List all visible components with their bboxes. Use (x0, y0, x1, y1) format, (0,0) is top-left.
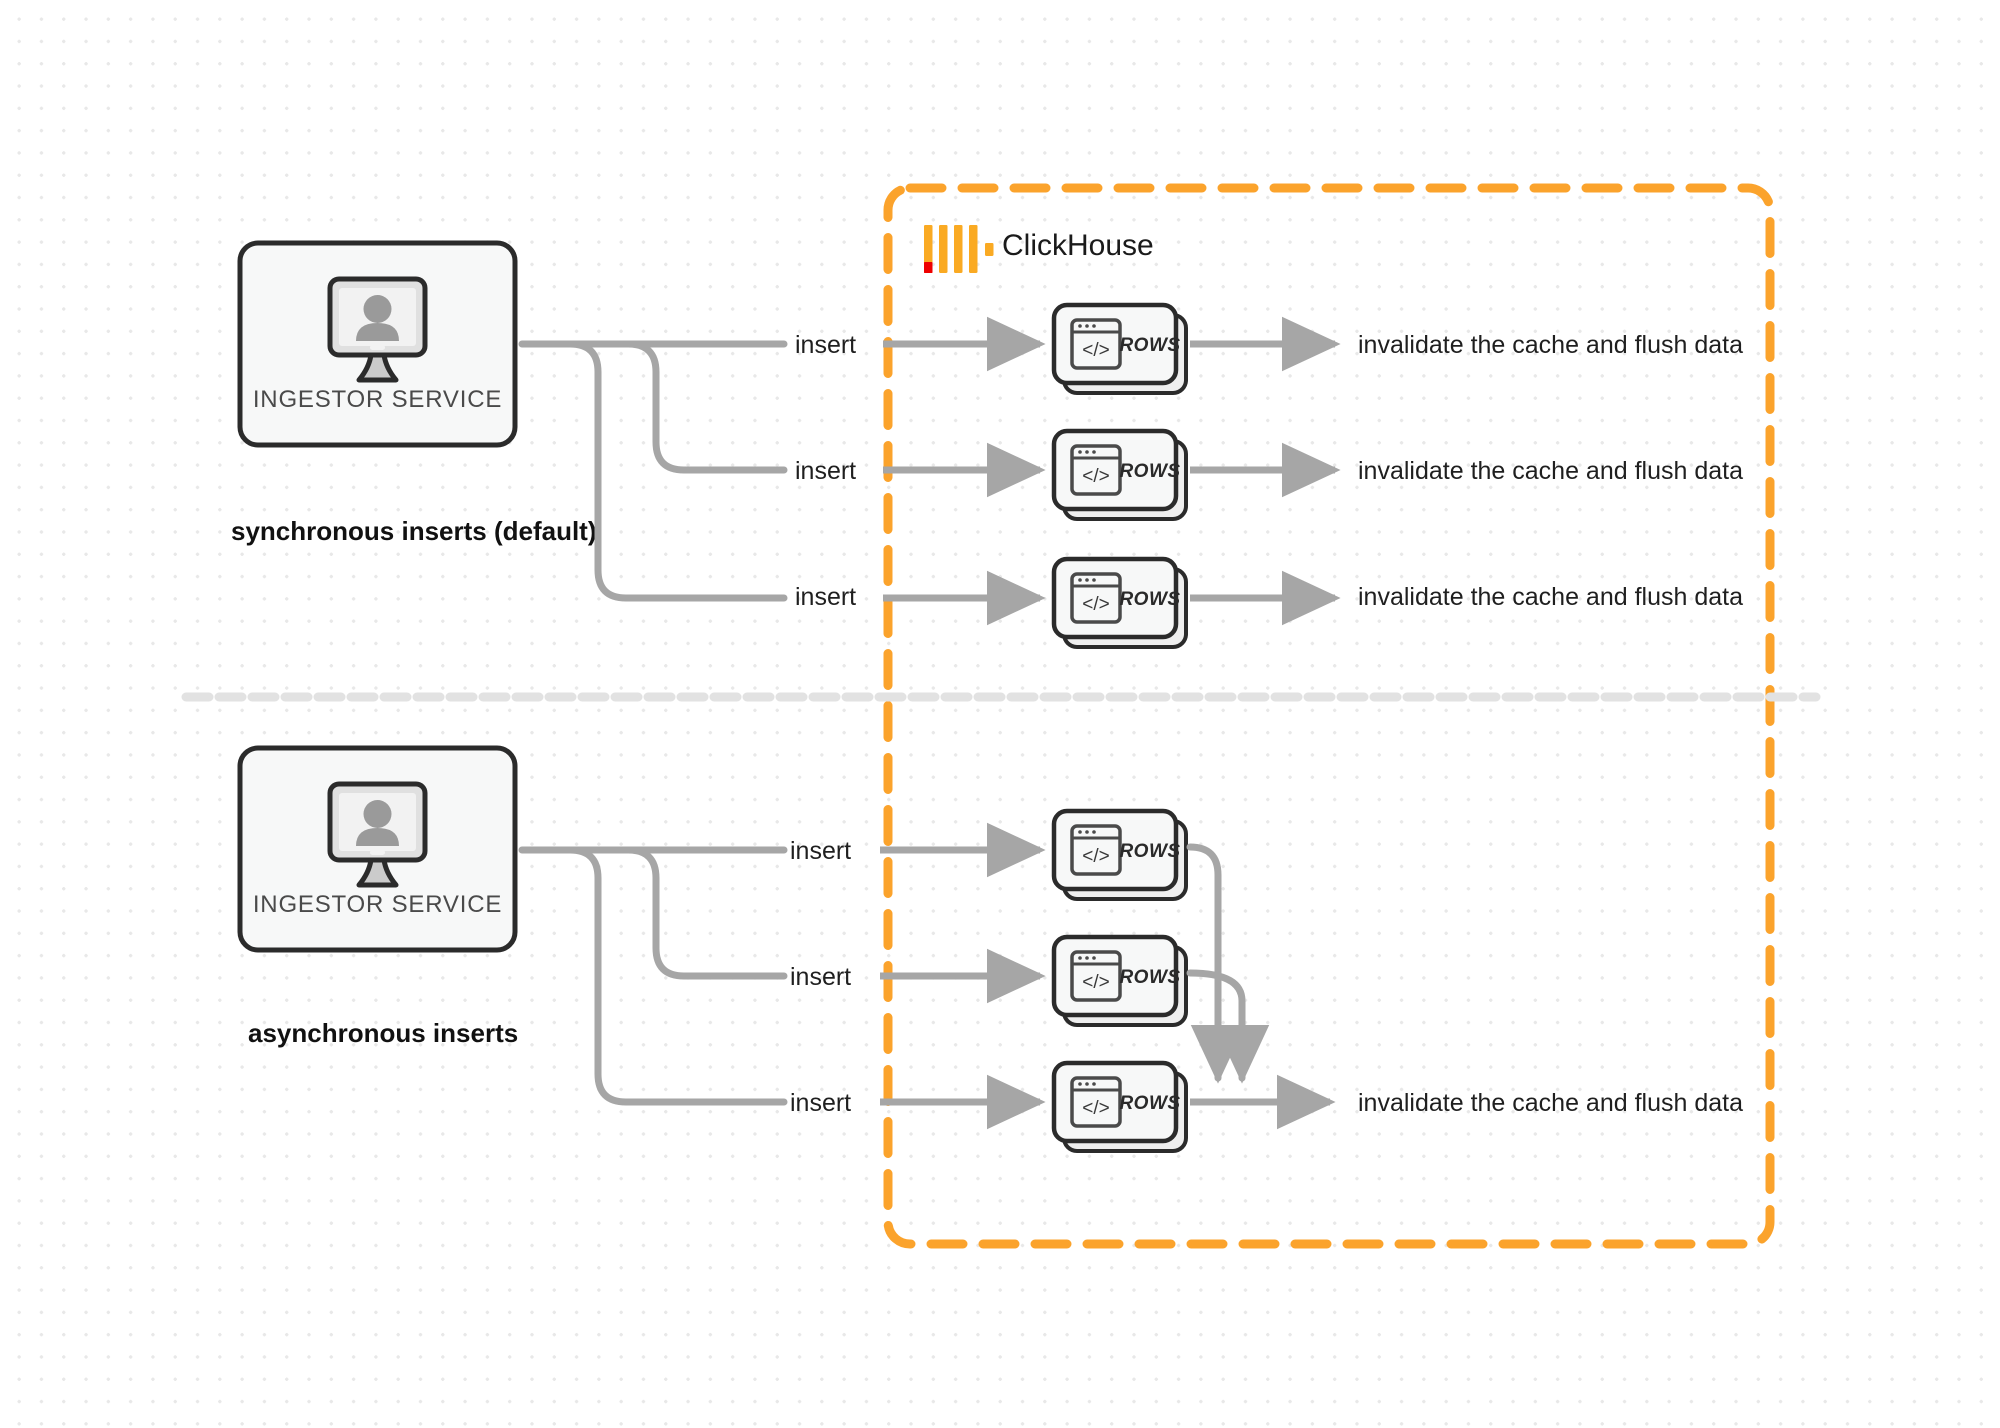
async-rows-node-1[interactable]: </> ROWS (1051, 808, 1188, 901)
async-insert-arrows (880, 822, 1046, 1130)
svg-text:</>: </> (1082, 846, 1109, 867)
async-insert-label-3: insert (790, 1089, 851, 1117)
code-window-icon: </> (1070, 1076, 1122, 1128)
sync-result-arrows (1190, 316, 1341, 626)
sync-insert-label-2: insert (795, 457, 856, 485)
sync-ingestor-label: INGESTOR SERVICE (253, 386, 502, 413)
svg-text:</>: </> (1082, 466, 1109, 487)
svg-text:</>: </> (1082, 340, 1109, 361)
sync-result-label-3: invalidate the cache and flush data (1358, 583, 1743, 611)
sync-rows-node-1[interactable]: </> ROWS (1051, 302, 1188, 395)
async-source-connectors (518, 846, 788, 1106)
sync-rows-node-3[interactable]: </> ROWS (1051, 556, 1188, 649)
sync-insert-arrows (883, 316, 1046, 626)
async-insert-label-1: insert (790, 837, 851, 865)
clickhouse-boundary (883, 183, 1775, 1249)
async-rows-label-3: ROWS (1119, 1093, 1180, 1114)
sync-source-connectors (518, 340, 788, 602)
monitor-user-icon (327, 276, 428, 383)
async-merged-result-label: invalidate the cache and flush data (1358, 1089, 1743, 1117)
sync-rows-label-1: ROWS (1119, 335, 1180, 356)
sync-rows-label-3: ROWS (1119, 589, 1180, 610)
sync-insert-label-3: insert (795, 583, 856, 611)
async-section-caption: asynchronous inserts (248, 1018, 518, 1048)
async-merge-connectors (1186, 843, 1270, 1084)
sync-section-caption: synchronous inserts (default) (231, 516, 597, 546)
async-rows-node-3[interactable]: </> ROWS (1051, 1060, 1188, 1153)
code-window-icon: </> (1070, 572, 1122, 624)
async-insert-label-2: insert (790, 963, 851, 991)
svg-text:</>: </> (1082, 972, 1109, 993)
async-rows-label-2: ROWS (1119, 967, 1180, 988)
sync-rows-node-2[interactable]: </> ROWS (1051, 428, 1188, 521)
async-rows-node-2[interactable]: </> ROWS (1051, 934, 1188, 1027)
sync-ingestor-node[interactable]: INGESTOR SERVICE (237, 240, 518, 448)
code-window-icon: </> (1070, 444, 1122, 496)
async-ingestor-node[interactable]: INGESTOR SERVICE (237, 745, 518, 953)
sync-result-label-2: invalidate the cache and flush data (1358, 457, 1743, 485)
sync-rows-label-2: ROWS (1119, 461, 1180, 482)
svg-text:</>: </> (1082, 594, 1109, 615)
code-window-icon: </> (1070, 318, 1122, 370)
sync-insert-label-1: insert (795, 331, 856, 359)
async-ingestor-label: INGESTOR SERVICE (253, 891, 502, 918)
code-window-icon: </> (1070, 824, 1122, 876)
monitor-user-icon (327, 781, 428, 888)
code-window-icon: </> (1070, 950, 1122, 1002)
sync-result-label-1: invalidate the cache and flush data (1358, 331, 1743, 359)
svg-text:</>: </> (1082, 1098, 1109, 1119)
clickhouse-logo (924, 225, 994, 273)
async-rows-label-1: ROWS (1119, 841, 1180, 862)
clickhouse-label: ClickHouse (1002, 229, 1154, 262)
